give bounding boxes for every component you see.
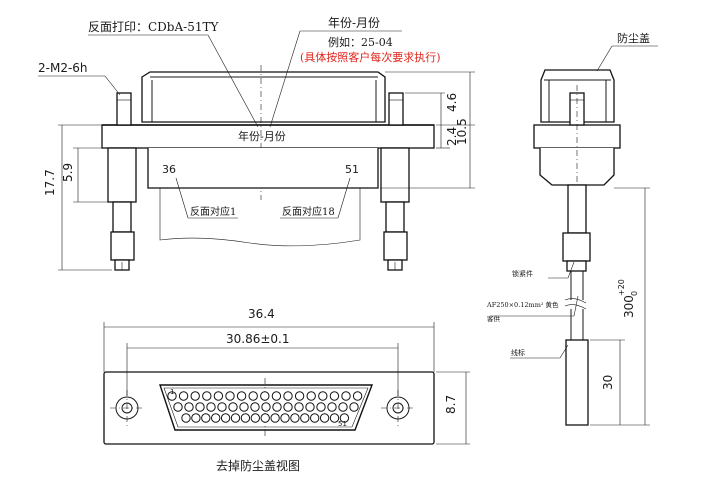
lock-label: 锁紧件 — [512, 269, 533, 278]
pin-hole — [228, 402, 238, 412]
bottom-dims — [103, 322, 470, 445]
print-back-note: 反面打印：CDbA-51TY — [88, 20, 219, 34]
front-left-dims — [58, 124, 113, 271]
pin-hole — [248, 391, 258, 401]
pin-hole — [240, 413, 251, 423]
pin-hole — [250, 413, 261, 423]
pin-hole — [201, 413, 211, 423]
pin-1-mark: 1 — [170, 388, 174, 396]
pin-hole — [239, 402, 249, 412]
pin-hole — [236, 391, 247, 401]
pin-hole — [339, 413, 350, 423]
pin-hole — [338, 402, 348, 412]
supply-label: 客供 — [487, 314, 501, 323]
thread-label: 2-M2-6h — [38, 61, 88, 75]
dim-300: 300 — [622, 295, 636, 318]
pin-hole — [319, 413, 330, 423]
side-view — [533, 69, 621, 426]
pin-hole — [349, 402, 359, 412]
pin-hole — [318, 391, 328, 401]
pin-hole — [178, 391, 189, 401]
dim-36-4: 36.4 — [248, 307, 275, 321]
dim-5-9: 5.9 — [61, 163, 75, 182]
pin-hole — [184, 402, 194, 412]
pin-hole — [280, 413, 290, 423]
bottom-view — [103, 371, 435, 445]
pin-hole — [202, 391, 212, 401]
pin-hole — [310, 413, 320, 423]
pin-51-mark: 51 — [338, 420, 347, 428]
side-dims — [590, 187, 650, 426]
dim-17-7: 17.7 — [43, 169, 57, 196]
year-month-note: 年份-月份 — [328, 16, 380, 30]
wire-label-tag: 线标 — [511, 348, 525, 357]
pin-hole — [260, 413, 270, 423]
pin-hole — [352, 391, 363, 401]
pin-hole — [272, 402, 282, 412]
pin-grid — [167, 391, 363, 423]
pin-hole — [329, 391, 340, 401]
pin-hole — [220, 413, 231, 423]
pin-hole — [283, 402, 293, 412]
pin-hole — [283, 391, 293, 401]
pin-hole — [206, 402, 216, 412]
dim-300-tol-lower: 0 — [630, 291, 639, 296]
pin-hole — [294, 391, 305, 401]
front-right-dims — [380, 71, 475, 189]
pin-hole — [327, 402, 337, 412]
pin-hole — [181, 413, 191, 423]
pin-hole — [225, 391, 235, 401]
bottom-view-caption: 去掉防尘盖视图 — [216, 458, 300, 473]
pin-hole — [341, 391, 351, 401]
front-view — [101, 65, 435, 271]
year-month-on-body: 年份-月份 — [238, 129, 286, 143]
right-correspond-note: 反面对应18 — [282, 205, 335, 218]
pin-hole — [230, 413, 241, 423]
pin-hole — [271, 391, 282, 401]
pin-51-label: 51 — [345, 163, 359, 176]
dim-2-4: 2.4 — [445, 127, 459, 146]
customer-note: (具体按照客户每次要求执行) — [300, 50, 441, 64]
dim-4-6: 4.6 — [445, 93, 459, 112]
pin-hole — [294, 402, 304, 412]
pin-hole — [329, 413, 340, 423]
pin-hole — [270, 413, 280, 423]
pin-hole — [213, 391, 224, 401]
dim-8-7: 8.7 — [444, 395, 458, 414]
pin-hole — [167, 391, 177, 401]
pin-hole — [300, 413, 310, 423]
dust-cover-label: 防尘盖 — [617, 31, 650, 45]
pin-hole — [306, 391, 316, 401]
pin-hole — [305, 402, 315, 412]
pin-hole — [195, 402, 205, 412]
pin-hole — [217, 402, 227, 412]
pin-36-label: 36 — [162, 163, 176, 176]
pin-hole — [260, 391, 270, 401]
pin-hole — [173, 402, 183, 412]
wire-spec-label: AF250×0.12mm² 黄色 — [486, 300, 559, 309]
pin-hole — [190, 391, 200, 401]
dim-10-5: 10.5 — [455, 118, 469, 145]
dim-300-tol-upper: +20 — [617, 279, 626, 296]
pin-hole — [191, 413, 201, 423]
dim-30-86: 30.86±0.1 — [226, 332, 290, 346]
pin-hole — [261, 402, 271, 412]
example-note: 例如：25-04 — [328, 35, 393, 49]
left-correspond-note: 反面对应1 — [190, 205, 236, 218]
dim-30: 30 — [601, 375, 615, 390]
pin-hole — [250, 402, 260, 412]
pin-hole — [316, 402, 326, 412]
pin-hole — [290, 413, 300, 423]
pin-hole — [211, 413, 221, 423]
